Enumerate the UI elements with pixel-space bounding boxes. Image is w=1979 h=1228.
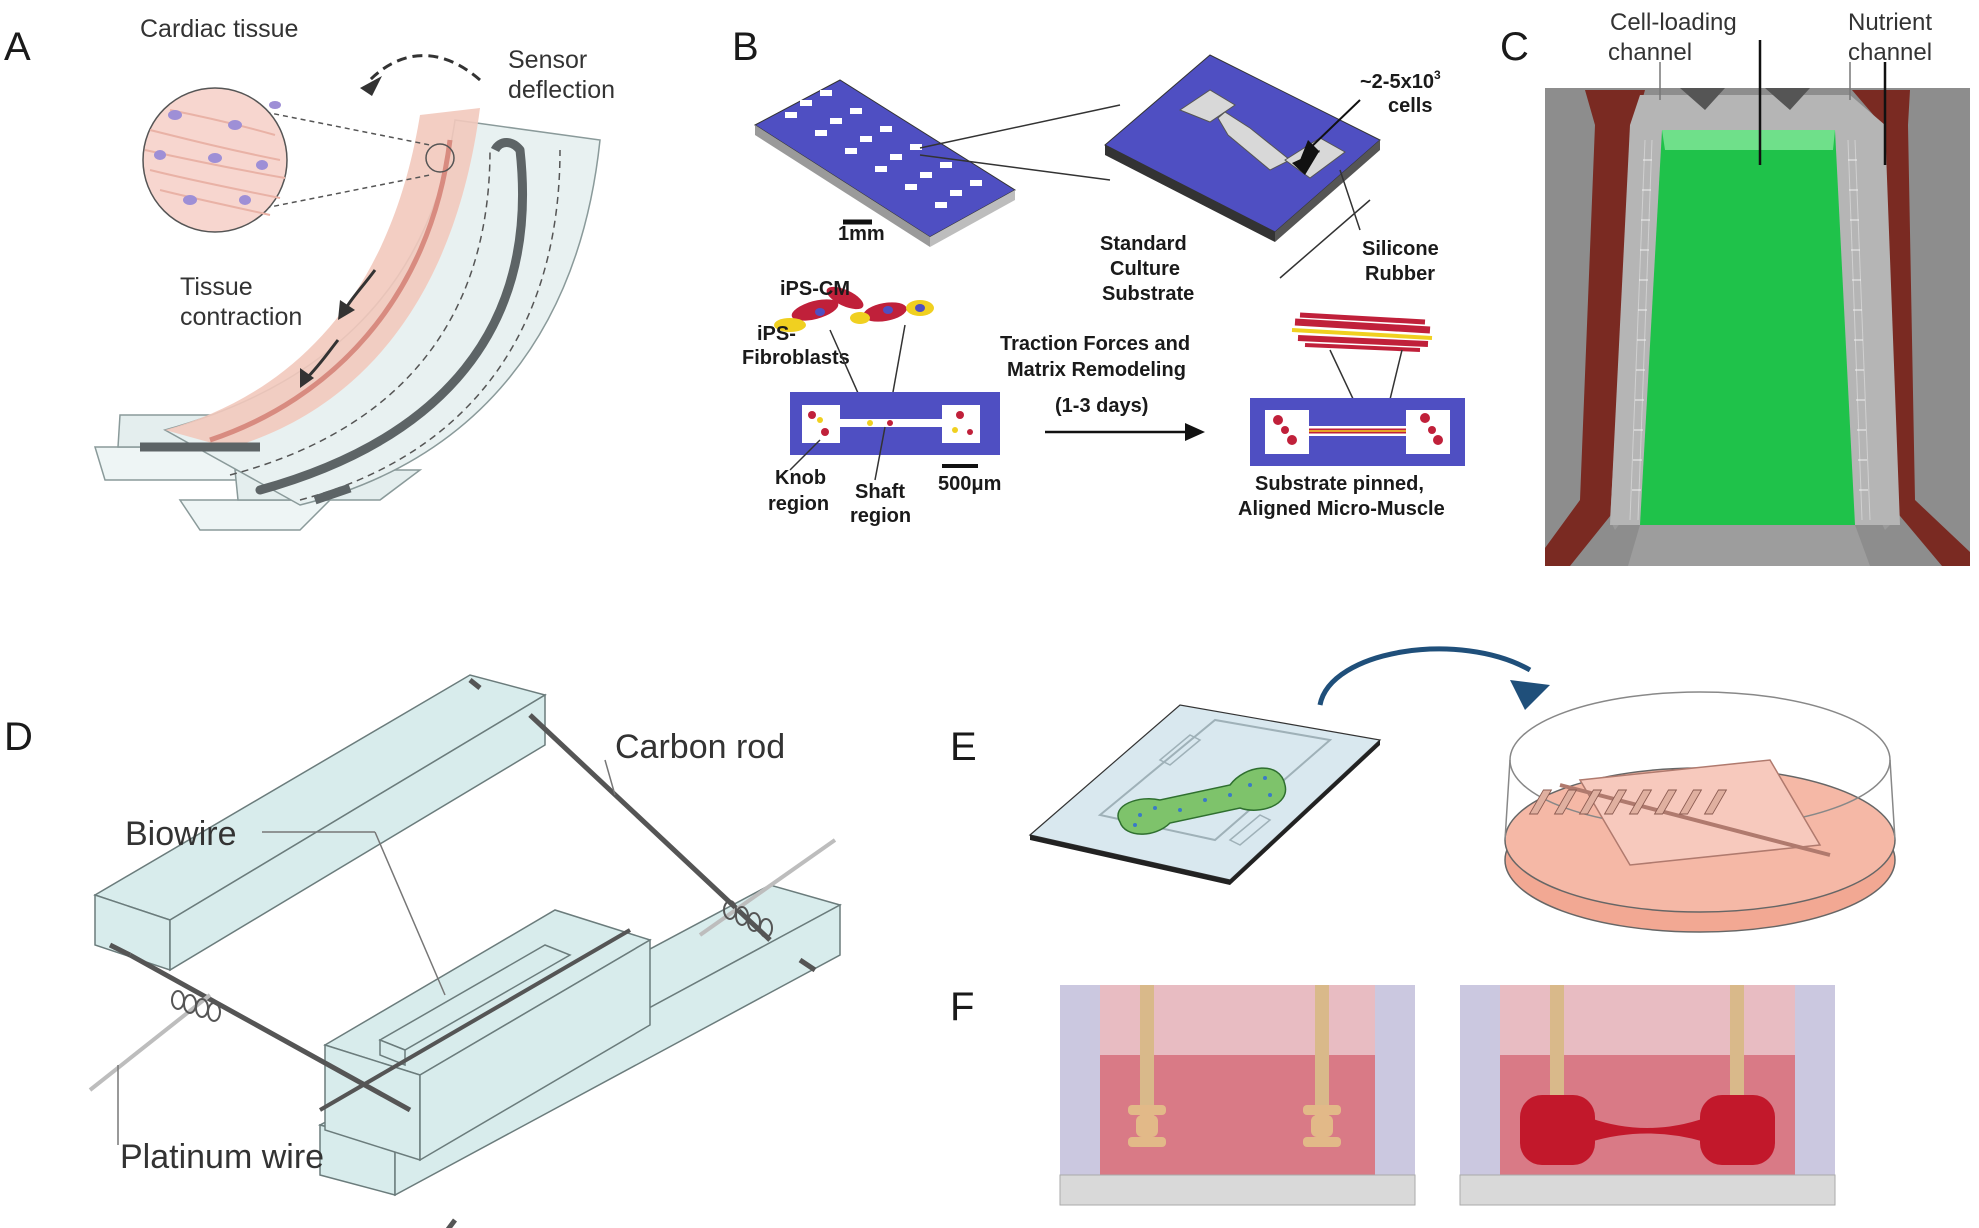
substrate-before (790, 392, 1000, 455)
label-ipsfib-line2: Fibroblasts (742, 347, 850, 369)
panel-f: F (940, 960, 1979, 1228)
label-silicone-line2: Rubber (1365, 263, 1435, 285)
biowire (318, 928, 632, 1112)
label-1mm: 1mm (838, 223, 885, 245)
panel-label-a: A (4, 25, 31, 69)
transfer-arrow (1317, 646, 1532, 706)
label-500um: 500μm (938, 473, 1001, 495)
label-silicone-line1: Silicone (1362, 238, 1439, 260)
panel-label-c: C (1500, 25, 1529, 69)
label-standard-line2: Culture (1110, 258, 1180, 280)
label-shaft-line2: region (850, 505, 911, 527)
panel-b: B 1mm ~2-5x103 cells Standard Culture Su… (680, 0, 1540, 560)
label-carbon-rod: Carbon rod (615, 728, 785, 766)
curved-sensor (140, 108, 601, 506)
label-days: (1-3 days) (1055, 395, 1148, 417)
platinum-wire-right (698, 838, 837, 937)
panel-a: A (0, 0, 680, 560)
chip-array (754, 79, 1016, 247)
label-cell-loading-line1: Cell-loading (1610, 9, 1737, 36)
label-standard-line1: Standard (1100, 233, 1187, 255)
cells-cluster (774, 286, 934, 332)
petri-dish (1504, 691, 1896, 933)
platinum-wire-left (88, 993, 212, 1092)
panel-d: D Carbon rod Biowire Platinum wire (0, 640, 860, 1228)
label-pinned-line1: Substrate pinned, (1255, 473, 1424, 495)
label-tissue-line2: contraction (180, 303, 302, 331)
label-standard-line3: Substrate (1102, 283, 1194, 305)
label-cells-line2: cells (1388, 95, 1432, 117)
label-sensor-line1: Sensor (508, 46, 587, 74)
panel-e: E (940, 640, 1979, 940)
carbon-rod-back (528, 713, 772, 942)
label-tissue-line1: Tissue (180, 273, 253, 301)
label-knob-line2: region (768, 493, 829, 515)
label-pinned-line2: Aligned Micro-Muscle (1238, 498, 1445, 520)
panel-label-e: E (950, 725, 977, 769)
label-sensor-line2: deflection (508, 76, 615, 104)
tissue-strip (1117, 767, 1287, 835)
label-cells-line1: ~2-5x103 (1360, 68, 1441, 93)
panel-c: C Cell-loading channel Nutrient channel (1490, 0, 1979, 580)
label-cardiac-tissue: Cardiac tissue (140, 15, 298, 43)
panel-label-f: F (950, 985, 974, 1029)
aligned-muscle (1291, 312, 1433, 352)
label-shaft-line1: Shaft (855, 481, 905, 503)
panel-label-d: D (4, 715, 33, 759)
label-platinum-wire: Platinum wire (120, 1138, 324, 1176)
label-ipscm: iPS-CM (780, 278, 850, 300)
label-nutrient-line2: channel (1848, 39, 1932, 66)
deflection-arrow (368, 54, 481, 82)
label-biowire: Biowire (125, 815, 236, 853)
panel-label-b: B (732, 25, 759, 69)
label-nutrient-line1: Nutrient (1848, 9, 1932, 36)
microfluidic-device (1545, 88, 1970, 566)
label-traction-line1: Traction Forces and (1000, 333, 1190, 355)
label-traction-line2: Matrix Remodeling (1007, 359, 1186, 381)
well-before (1059, 985, 1416, 1206)
substrate-after (1250, 398, 1465, 466)
label-cell-loading-line2: channel (1608, 39, 1692, 66)
label-knob-line1: Knob (775, 467, 826, 489)
single-chip (1104, 54, 1381, 242)
cardiac-tissue-zoom (142, 87, 455, 233)
well-after (1459, 985, 1836, 1206)
label-ipsfib-line1: iPS- (757, 323, 796, 345)
